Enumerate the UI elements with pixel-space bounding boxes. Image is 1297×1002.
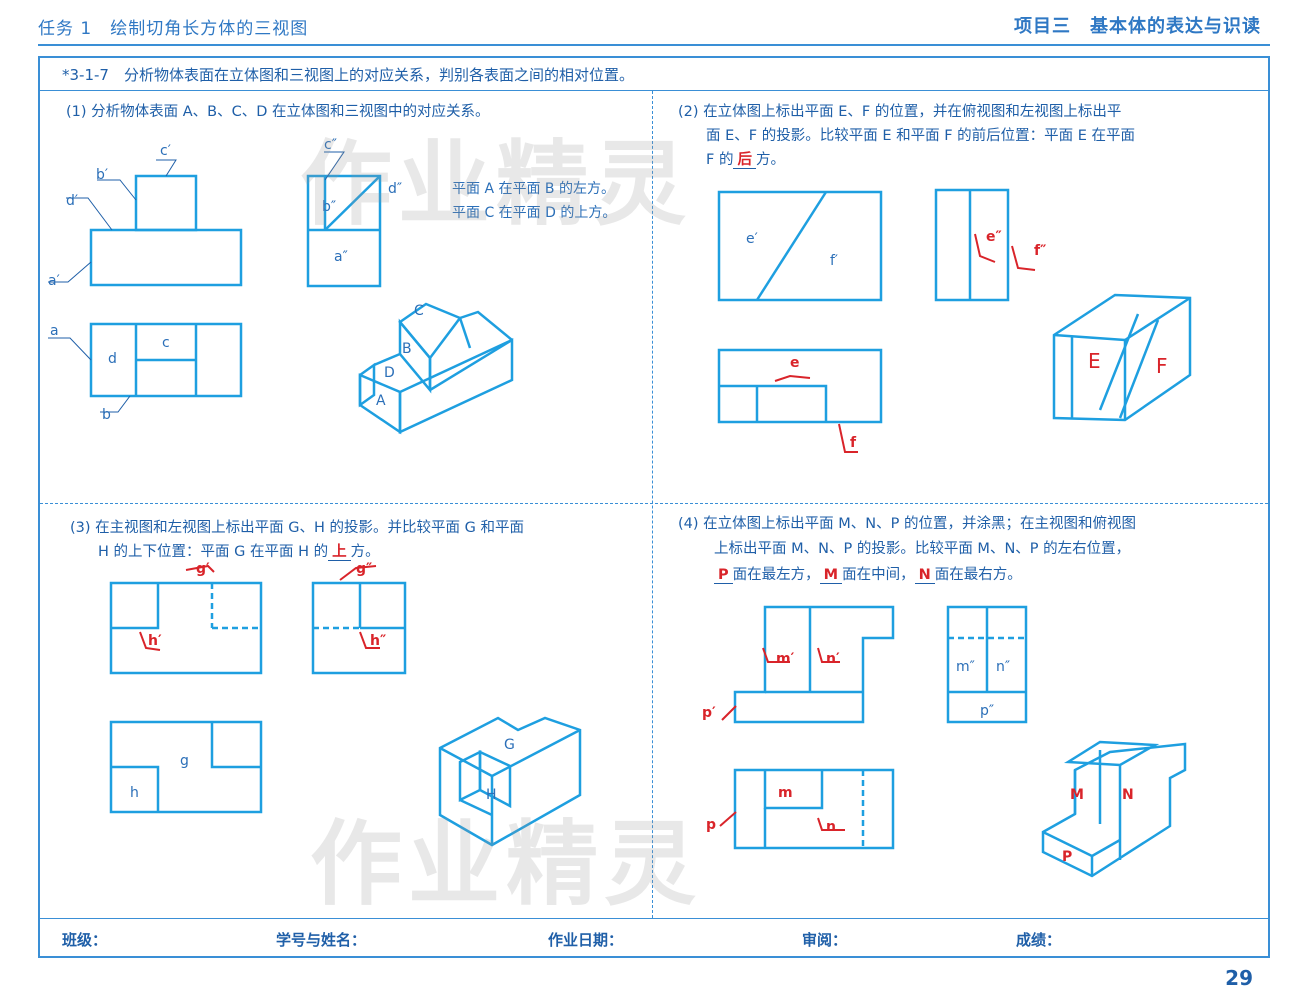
q3-label-G: G — [504, 737, 515, 753]
q4-label-P: P — [1062, 849, 1073, 865]
project-title: 项目三 基本体的表达与识读 — [1014, 16, 1261, 37]
footer-score-label: 成绩： — [1016, 931, 1062, 949]
q1-label-d: d — [108, 351, 117, 367]
footer-id-name-label: 学号与姓名： — [276, 931, 367, 949]
q2-text-line1: (2) 在立体图上标出平面 E、F 的位置，并在俯视图和左视图上标出平 — [678, 104, 1122, 120]
q2-label-e: e — [790, 355, 800, 371]
q1-label-b: b — [102, 407, 111, 423]
q3-top-view — [109, 720, 263, 814]
q3-label-H: H — [486, 787, 497, 803]
horizontal-divider — [40, 503, 1268, 504]
q2-text-line3: F 的后方。 — [706, 152, 785, 169]
q4-label-m1: m′ — [776, 651, 795, 667]
q4-side-view — [946, 605, 1028, 724]
q3-label-g: g — [180, 753, 189, 769]
q1-note-2: 平面 C 在平面 D 的上方。 — [452, 205, 617, 221]
q3-label-g2: g″ — [356, 561, 373, 577]
q4-label-n1: n′ — [826, 651, 840, 667]
q1-label-d2: d″ — [388, 181, 403, 197]
q2-label-f: f — [850, 435, 857, 451]
q3-answer: 上 — [328, 544, 351, 561]
watermark-bottom: 作业精灵 — [310, 811, 703, 918]
q2-isometric — [1052, 293, 1192, 422]
q1-note-1: 平面 A 在平面 B 的左方。 — [452, 181, 615, 197]
q3-label-g1: g′ — [196, 561, 210, 577]
vertical-divider — [652, 91, 653, 918]
q4-answer-3: N — [914, 567, 935, 584]
q3-front-view — [109, 581, 263, 675]
q4-text-line2: 上标出平面 M、N、P 的投影。比较平面 M、N、P 的左右位置， — [714, 541, 1131, 557]
q3-label-h2: h″ — [370, 633, 387, 649]
q4-answer-2: M — [819, 567, 843, 584]
q4-top-view — [733, 768, 895, 850]
q1-label-c: c — [162, 335, 170, 351]
q4-label-p: p — [706, 817, 717, 833]
q2-label-e2: e″ — [986, 229, 1002, 245]
page-number: 29 — [1225, 966, 1253, 990]
q4-label-n: n — [826, 819, 836, 835]
q1-label-a2: a″ — [334, 249, 348, 265]
q1-label-a1: a′ — [48, 273, 60, 289]
q2-label-f1: f′ — [830, 253, 839, 269]
q4-label-N: N — [1122, 787, 1134, 803]
q4-text-line1: (4) 在立体图上标出平面 M、N、P 的位置，并涂黑；在主视图和俯视图 — [678, 516, 1136, 532]
q1-label-D: D — [384, 365, 395, 381]
q4-label-p1: p′ — [702, 705, 716, 721]
problem-title: *3-1-7 分析物体表面在立体图和三视图上的对应关系，判别各表面之间的相对位置… — [62, 66, 634, 84]
q3-label-h: h — [130, 785, 139, 801]
q2-label-F: F — [1156, 354, 1168, 378]
q2-answer: 后 — [733, 152, 756, 169]
q2-top-view — [717, 348, 883, 424]
q4-isometric — [1041, 740, 1187, 878]
title-rule — [40, 90, 1268, 91]
q1-label-A: A — [376, 393, 386, 409]
chapter-task-title: 任务 1 绘制切角长方体的三视图 — [38, 19, 309, 39]
footer-rule — [40, 918, 1268, 919]
exercise-frame — [38, 56, 1270, 958]
q3-label-h1: h′ — [148, 633, 162, 649]
q1-front-view — [89, 174, 243, 287]
q3-side-view — [311, 581, 407, 675]
q2-text-line2: 面 E、F 的投影。比较平面 E 和平面 F 的前后位置：平面 E 在平面 — [706, 128, 1136, 144]
q1-label-c1: c′ — [160, 143, 171, 159]
q2-front-view — [717, 190, 883, 302]
footer-class-label: 班级： — [62, 931, 108, 949]
q3-isometric — [438, 716, 582, 847]
q4-label-p2: p″ — [980, 703, 995, 719]
q4-label-M: M — [1070, 787, 1084, 803]
footer-date-label: 作业日期： — [548, 931, 624, 949]
q3-text-line2: H 的上下位置：平面 G 在平面 H 的上方。 — [98, 544, 380, 561]
q4-label-n2: n″ — [996, 659, 1011, 675]
q1-label-B: B — [402, 341, 412, 357]
q1-text: (1) 分析物体表面 A、B、C、D 在立体图和三视图中的对应关系。 — [66, 104, 490, 120]
q2-label-e1: e′ — [746, 231, 758, 247]
header-rule — [38, 44, 1270, 46]
q1-label-a: a — [50, 323, 59, 339]
q1-label-b1: b′ — [96, 167, 109, 183]
watermark-top: 作业精灵 — [300, 131, 693, 238]
q2-label-f2: f″ — [1034, 243, 1047, 259]
q4-label-m: m — [778, 785, 793, 801]
q1-label-b2: b″ — [322, 199, 337, 215]
q2-label-E: E — [1088, 349, 1101, 373]
q3-text-line1: (3) 在主视图和左视图上标出平面 G、H 的投影。并比较平面 G 和平面 — [70, 520, 524, 536]
footer-review-label: 审阅： — [802, 931, 848, 949]
q4-label-m2: m″ — [956, 659, 975, 675]
q1-side-view — [306, 174, 382, 288]
q1-label-c2: c″ — [324, 137, 337, 153]
q4-answer-1: P — [714, 567, 733, 584]
q2-side-view — [934, 188, 1010, 302]
q1-label-d1: d′ — [66, 193, 79, 209]
q1-label-C: C — [414, 303, 424, 319]
q4-front-view — [733, 605, 895, 724]
q1-isometric — [358, 302, 514, 435]
